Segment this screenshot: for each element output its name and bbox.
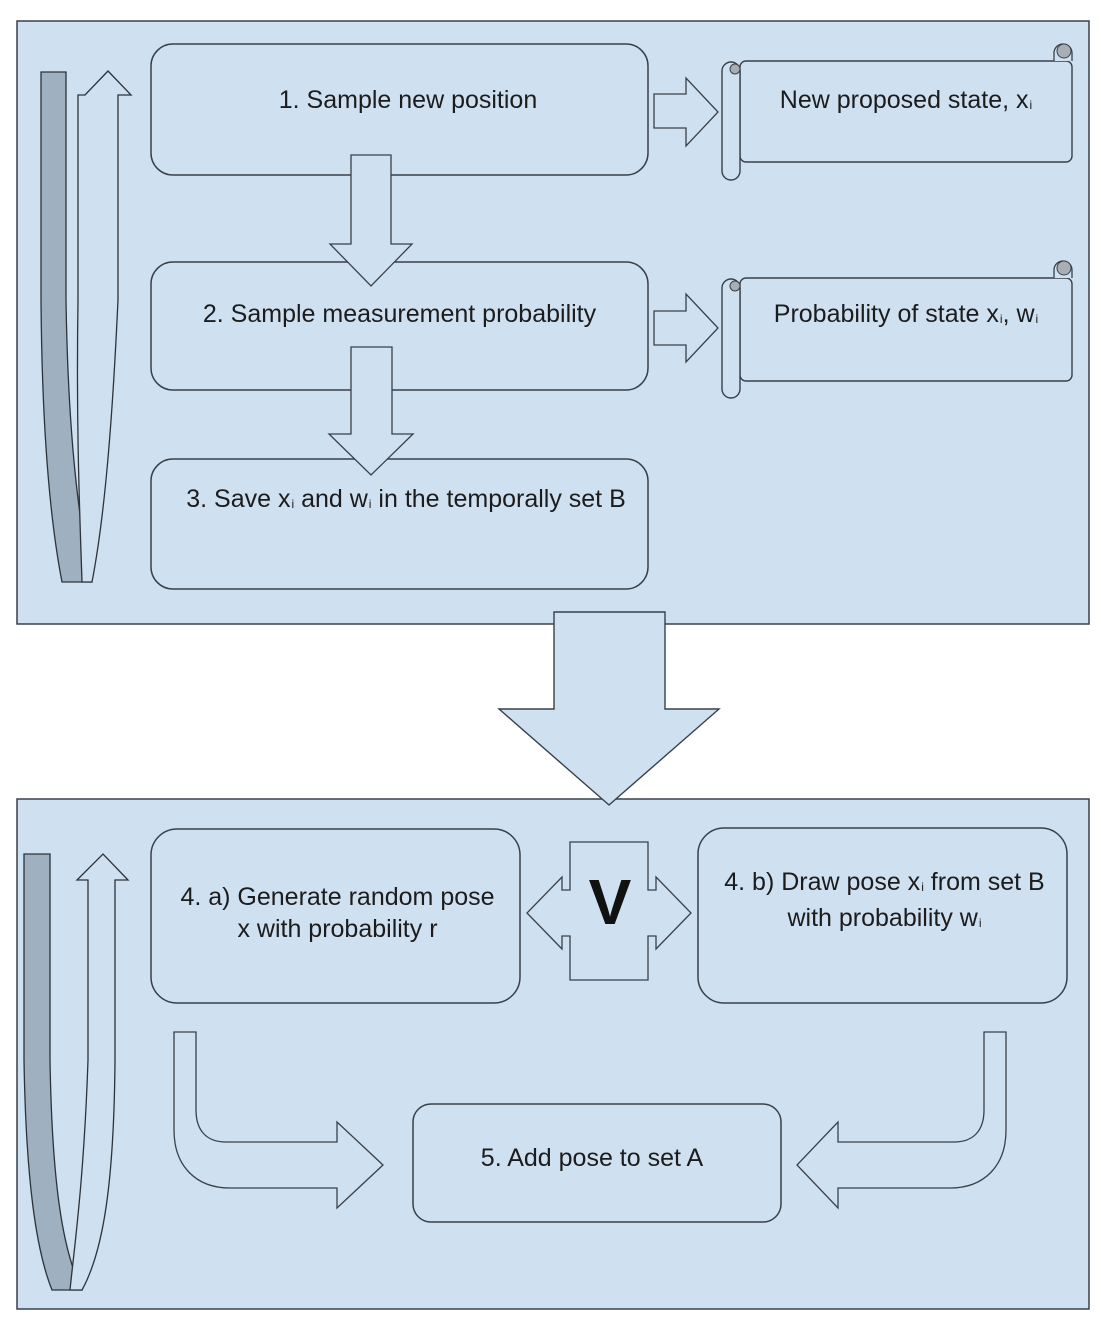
curved-arrow-4a-5 — [173, 1031, 384, 1210]
step-1-label: 1. Sample new position — [151, 78, 665, 122]
step-4b-box — [697, 827, 1068, 1004]
output-1-label: New proposed state, xi — [740, 82, 1072, 122]
or-operator: V — [588, 866, 632, 938]
curved-arrow-4b-5 — [796, 1031, 1007, 1210]
step-4a-label: 4. a) Generate random pose x with probab… — [175, 879, 500, 947]
big-down-arrow-icon — [497, 611, 721, 806]
step-4a-box — [150, 828, 521, 1004]
loop-band-front — [69, 853, 130, 1291]
loop-arrow-icon — [40, 70, 133, 583]
step-2-text: 2. Sample measurement probability — [202, 300, 597, 328]
step-5-text: 5. Add pose to set A — [480, 1144, 704, 1172]
bidirectional-or-arrow — [526, 841, 692, 981]
loop-band-front — [76, 70, 133, 583]
step-2-box — [150, 261, 649, 391]
step-5-box — [412, 1103, 782, 1223]
step-5-label: 5. Add pose to set A — [413, 1138, 771, 1178]
step-4b-label: 4. b) Draw pose xi from set B with proba… — [712, 868, 1057, 936]
step-3-label: 3. Save xi and wi in the temporally set … — [151, 469, 661, 533]
step-3-box — [150, 458, 649, 590]
step-4a-text: 4. a) Generate random pose x with probab… — [180, 883, 495, 943]
step-1-text: 1. Sample new position — [278, 86, 538, 114]
arrow-right-2-output — [653, 292, 719, 364]
loop-arrow-icon — [23, 853, 130, 1291]
output-2-text: Probability of state xi, wi — [773, 300, 1039, 328]
step-1-box — [150, 43, 649, 176]
step-4b-text: 4. b) Draw pose xi from set B with proba… — [724, 868, 1045, 932]
arrow-right-1-output — [653, 76, 719, 148]
output-2-label: Probability of state xi, wi — [740, 296, 1072, 336]
arrow-down-2-3 — [327, 346, 415, 476]
step-2-label: 2. Sample measurement probability — [151, 292, 648, 336]
output-scroll-2 — [721, 260, 1073, 399]
arrow-down-1-2 — [328, 154, 414, 287]
output-scroll-1 — [721, 43, 1073, 181]
output-1-text: New proposed state, xi — [779, 86, 1033, 114]
step-3-text: 3. Save xi and wi in the temporally set … — [186, 485, 626, 513]
